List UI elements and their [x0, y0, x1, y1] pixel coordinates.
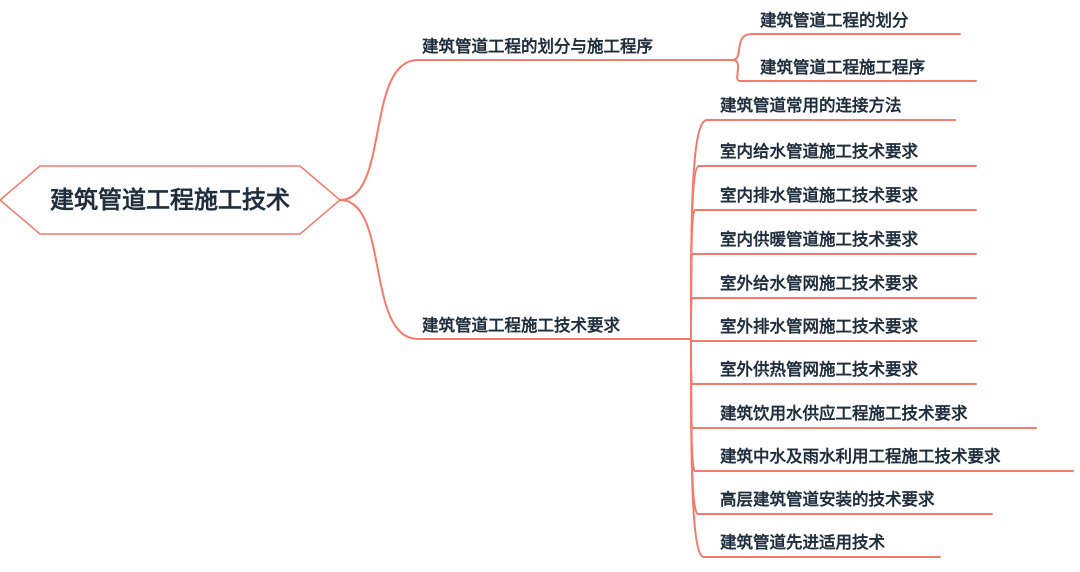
connector-branch-2-leaf-11: [690, 338, 705, 558]
leaf-node-2-1[interactable]: 建筑管道常用的连接方法: [706, 95, 956, 121]
leaf-node-1-2[interactable]: 建筑管道工程施工程序: [739, 57, 977, 82]
root-label: 建筑管道工程施工技术: [50, 186, 290, 214]
leaf-label: 室内供暖管道施工技术要求: [720, 229, 919, 249]
branch-node-2[interactable]: 建筑管道工程施工技术要求: [417, 315, 692, 340]
leaf-label: 室外给水管网施工技术要求: [720, 273, 919, 293]
connector-root-branch-2: [339, 199, 419, 340]
leaf-node-2-5[interactable]: 室外给水管网施工技术要求: [691, 273, 977, 299]
leaf-label: 室内排水管道施工技术要求: [720, 185, 919, 205]
leaf-label: 室内给水管道施工技术要求: [720, 141, 919, 161]
leaf-node-1-1[interactable]: 建筑管道工程的划分: [751, 10, 961, 35]
connector-branch-2-leaf-5: [690, 297, 693, 340]
root-node-shape: [0, 165, 342, 235]
leaf-label: 室外供热管网施工技术要求: [720, 359, 919, 379]
connector-root-branch-1: [339, 59, 419, 201]
leaf-label: 室外排水管网施工技术要求: [720, 316, 919, 336]
leaf-node-2-3[interactable]: 室内排水管道施工技术要求: [694, 185, 977, 211]
leaf-node-2-9[interactable]: 建筑中水及雨水利用工程施工技术要求: [694, 446, 1074, 472]
leaf-node-2-7[interactable]: 室外供热管网施工技术要求: [691, 359, 977, 385]
connector-branch-2-leaf-1: [690, 119, 708, 340]
leaf-label: 建筑饮用水供应工程施工技术要求: [720, 403, 968, 423]
leaf-node-2-4[interactable]: 室内供暖管道施工技术要求: [692, 229, 977, 255]
leaf-label: 建筑中水及雨水利用工程施工技术要求: [720, 446, 1001, 466]
branch-label-1: 建筑管道工程的划分与施工程序: [422, 36, 654, 56]
leaf-label: 建筑管道先进适用技术: [720, 532, 886, 552]
root-node[interactable]: 建筑管道工程施工技术: [0, 165, 342, 235]
leaf-node-2-10[interactable]: 高层建筑管道安装的技术要求: [697, 489, 993, 515]
connector-lines: [339, 33, 753, 558]
leaf-label: 建筑管道工程施工程序: [760, 57, 926, 77]
leaf-node-2-2[interactable]: 室内给水管道施工技术要求: [698, 141, 977, 167]
leaf-label: 建筑管道工程的划分: [760, 10, 909, 30]
connector-branch-1-leaf-2: [731, 59, 741, 82]
branch-label-2: 建筑管道工程施工技术要求: [422, 315, 621, 335]
leaf-label: 高层建筑管道安装的技术要求: [720, 489, 935, 509]
branch-node-1[interactable]: 建筑管道工程的划分与施工程序: [417, 36, 733, 61]
connector-branch-1-leaf-1: [731, 33, 753, 61]
leaf-label: 建筑管道常用的连接方法: [720, 95, 902, 115]
leaf-node-2-11[interactable]: 建筑管道先进适用技术: [703, 532, 941, 558]
leaf-node-2-8[interactable]: 建筑饮用水供应工程施工技术要求: [692, 403, 1037, 429]
leaf-node-2-6[interactable]: 室外排水管网施工技术要求: [690, 316, 977, 342]
